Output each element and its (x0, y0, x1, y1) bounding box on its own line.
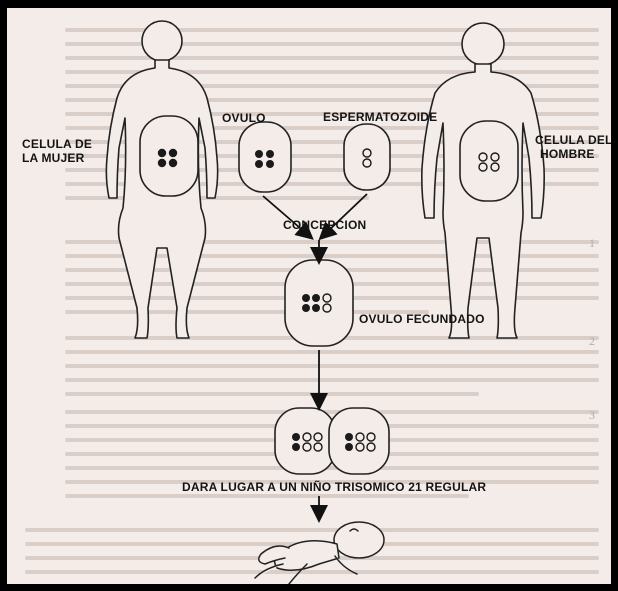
diagram-frame: 1 2 3 (7, 8, 611, 584)
trisomy-diagram-drawing (7, 8, 611, 584)
man-cell (460, 121, 518, 201)
fertilized-ovum-label: OVULO FECUNDADO (359, 312, 485, 326)
ovum-label: OVULO (222, 111, 266, 125)
fertilized-ovum-cell (285, 260, 353, 346)
sperm-label: ESPERMATOZOIDE (323, 110, 437, 124)
woman-cell-label-line1: CELULA DE (22, 137, 92, 151)
ovum-cell (239, 122, 291, 192)
result-label: DARA LUGAR A UN NIÑO TRISOMICO 21 REGULA… (182, 480, 486, 494)
woman-cell-label-line2: LA MUJER (22, 151, 85, 165)
man-cell-label-line2: HOMBRE (540, 147, 595, 161)
man-cell-label-line1: CELULA DEL (535, 133, 611, 147)
woman-cell (140, 116, 198, 196)
baby-figure (255, 522, 384, 584)
conception-label: CONCEPCION (283, 218, 366, 232)
